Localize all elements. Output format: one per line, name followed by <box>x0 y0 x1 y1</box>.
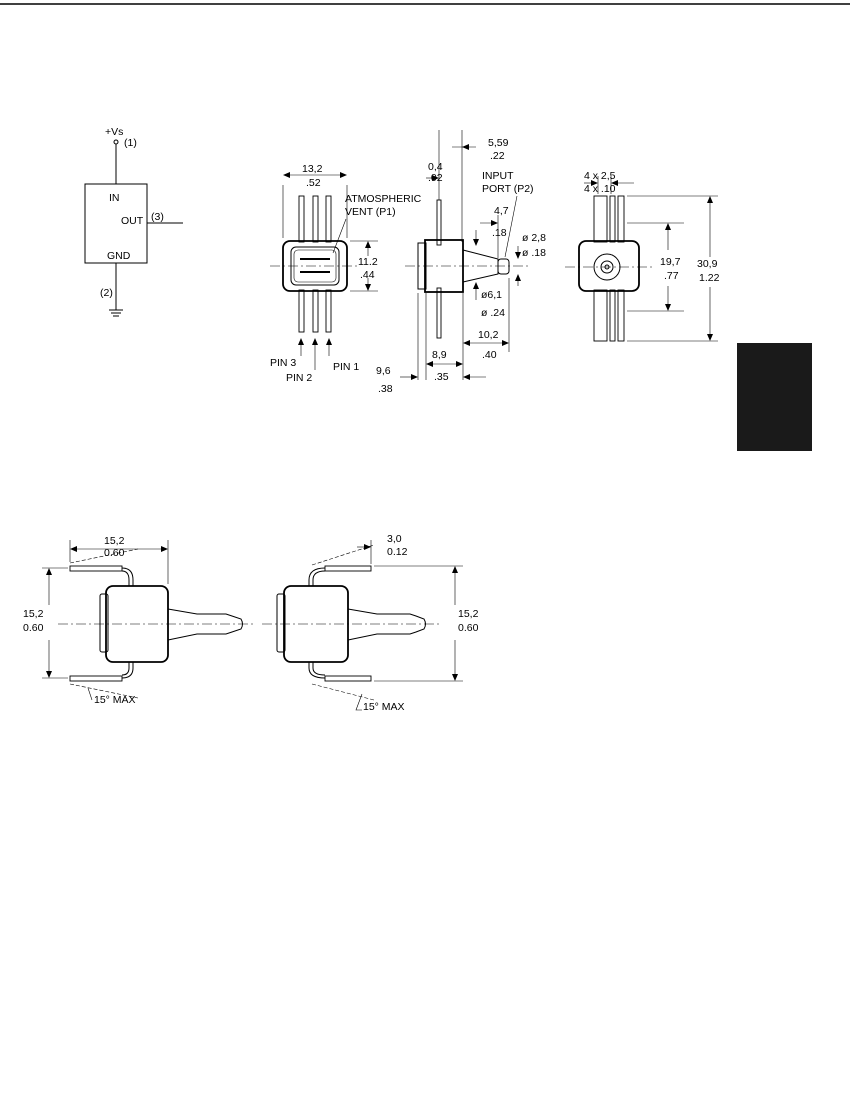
front-height-mm: 11.2 <box>358 256 378 268</box>
overall-mm: 5,59 <box>488 137 509 149</box>
length-mm: 30,9 <box>697 258 718 270</box>
tip-dia-in: ø .18 <box>522 247 546 259</box>
gnd-label: GND <box>107 250 131 262</box>
left-height-mm: 15,2 <box>23 608 44 620</box>
supply-label: +Vs <box>105 126 123 138</box>
front-view: 13,2 .52 11.2 .44 ATMOSPHERIC VENT (P1) … <box>270 163 422 384</box>
pin1-number: (1) <box>124 137 137 149</box>
top-rule <box>0 3 850 5</box>
pin2-number: (2) <box>100 287 113 299</box>
right-offset-in: 0.12 <box>387 546 408 558</box>
bent-view-left: 15,2 0.60 15,2 0.60 15° MAX <box>23 535 255 706</box>
offset-mm: 0,4 <box>428 161 443 173</box>
front-width-in: .52 <box>306 177 321 189</box>
side-view: 5,59 .22 0,4 .02 INPUT PORT (P2) 4,7 .18… <box>376 130 546 395</box>
right-height-in: 0.60 <box>458 622 479 634</box>
front-height-in: .44 <box>360 269 375 281</box>
pin-size-in: 4 x .10 <box>584 183 616 195</box>
overall-in: .22 <box>490 150 505 162</box>
pin3-number: (3) <box>151 211 164 223</box>
offset-in: .02 <box>428 172 443 184</box>
left-angle: 15° MAX <box>94 694 136 706</box>
end-view: 4 x 2,5 4 x .10 19,7 .77 30,9 1.22 <box>565 170 720 342</box>
length-in: 1.22 <box>699 272 720 284</box>
pin-size-mm: 4 x 2,5 <box>584 170 616 182</box>
left-width-in: 0.60 <box>104 547 125 559</box>
in-label: IN <box>109 192 120 204</box>
right-offset-mm: 3,0 <box>387 533 402 545</box>
end-body <box>578 240 640 292</box>
total-mm: 9,6 <box>376 365 391 377</box>
right-angle: 15° MAX <box>363 701 405 713</box>
port-label-2: PORT (P2) <box>482 183 534 195</box>
right-port <box>347 608 426 641</box>
left-width-mm: 15,2 <box>104 535 125 547</box>
pin3-label: PIN 3 <box>270 357 296 369</box>
pin1-label: PIN 1 <box>333 361 359 373</box>
depth-in: .40 <box>482 349 497 361</box>
base-dia-in: ø .24 <box>481 307 505 319</box>
pin2-label: PIN 2 <box>286 372 312 384</box>
input-port <box>497 258 510 275</box>
port-label-1: INPUT <box>482 170 514 182</box>
out-label: OUT <box>121 215 144 227</box>
body-width-mm: 8,9 <box>432 349 447 361</box>
tip-dia-mm: ø 2,8 <box>522 232 546 244</box>
pin-span-mm: 19,7 <box>660 256 681 268</box>
vent-label-2: VENT (P1) <box>345 206 396 218</box>
body-width-in: .35 <box>434 371 449 383</box>
left-port <box>167 608 243 641</box>
base-dia-mm: ø6,1 <box>481 289 502 301</box>
pin-span-in: .77 <box>664 270 679 282</box>
right-height-mm: 15,2 <box>458 608 479 620</box>
section-tab <box>737 343 812 451</box>
port-length-mm: 4,7 <box>494 205 509 217</box>
port-length-in: .18 <box>492 227 507 239</box>
bent-view-right: 3,0 0.12 15,2 0.60 15° MAX <box>262 533 479 713</box>
front-width-mm: 13,2 <box>302 163 323 175</box>
vent-label-1: ATMOSPHERIC <box>345 193 422 205</box>
schematic: +Vs (1) IN OUT (3) GND (2) <box>84 126 183 317</box>
total-in: .38 <box>378 383 393 395</box>
left-height-in: 0.60 <box>23 622 44 634</box>
depth-mm: 10,2 <box>478 329 499 341</box>
